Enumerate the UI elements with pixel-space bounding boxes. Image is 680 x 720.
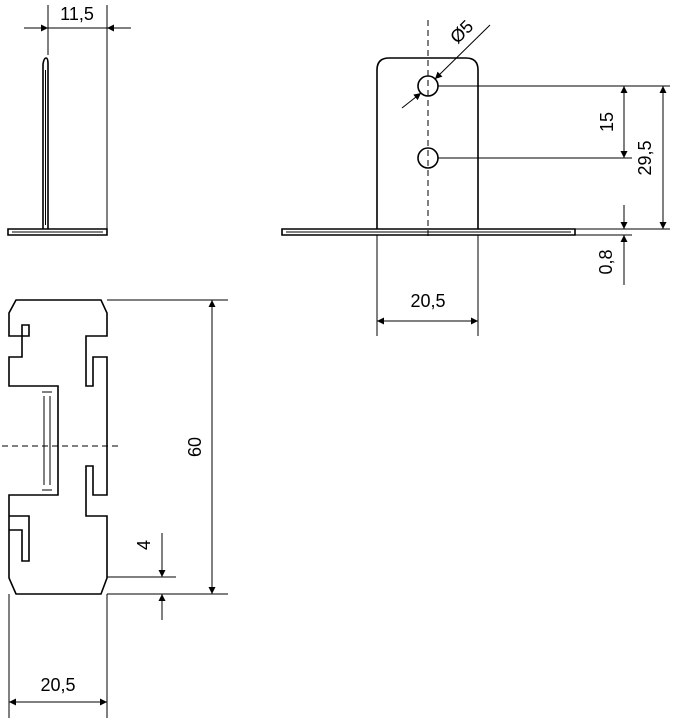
dim-side-width: 11,5 xyxy=(60,4,94,24)
dim-plan-width: 20,5 xyxy=(40,675,75,695)
dim-slot-step: 4 xyxy=(134,540,154,550)
side-view: 11,5 xyxy=(7,4,131,236)
plan-view: 60 4 20,5 xyxy=(2,299,228,718)
dim-hole-spacing: 15 xyxy=(597,112,617,132)
dim-sheet-thickness: 0,8 xyxy=(596,249,616,274)
dim-hole-height: 29,5 xyxy=(635,140,655,175)
dim-front-width: 20,5 xyxy=(410,291,445,311)
dim-plan-length: 60 xyxy=(185,437,205,457)
front-view: Ø5 15 29,5 0,8 20,5 xyxy=(281,16,670,336)
